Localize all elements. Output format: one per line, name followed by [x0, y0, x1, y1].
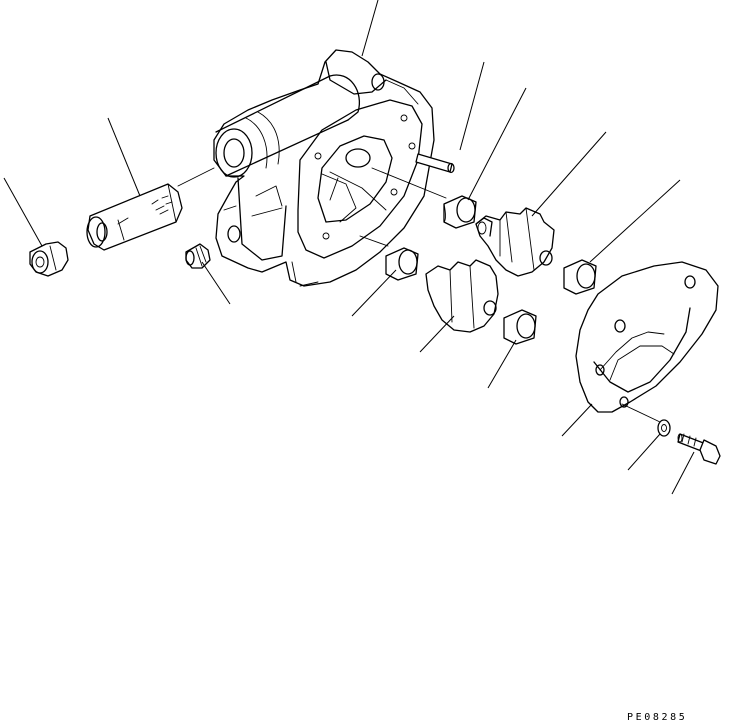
driven-gear — [425, 259, 499, 333]
leader-bushing-upper-rear — [589, 179, 681, 263]
leader-drive-gear — [531, 131, 607, 217]
axis-line-gears — [371, 167, 447, 199]
pump-body — [213, 49, 435, 287]
bushing-upper-rear — [563, 259, 597, 295]
axis-line-cover — [621, 403, 661, 423]
leader-driven-gear — [419, 315, 455, 353]
cover — [575, 261, 719, 413]
leader-bushing-upper-front — [467, 87, 527, 201]
strainer-tube — [86, 183, 183, 251]
leader-plug — [3, 177, 43, 247]
leader-washer — [627, 433, 661, 471]
drive-gear — [475, 207, 555, 277]
leader-strainer-tube — [107, 117, 141, 197]
bushing-upper-front — [443, 195, 477, 229]
leader-bushing-lower-front — [351, 269, 397, 317]
bolt — [677, 433, 721, 465]
axis-line-lower — [359, 235, 389, 247]
small-plug — [185, 243, 211, 269]
leader-pump-body — [361, 0, 379, 57]
plug — [29, 241, 69, 277]
drawing-code: PE08285 — [627, 712, 688, 723]
leader-small-plug — [201, 261, 231, 305]
leader-cover — [561, 403, 593, 437]
leader-lines — [3, 0, 695, 495]
leader-dowel-pin — [459, 61, 485, 151]
axis-line-upper — [177, 167, 215, 187]
washer — [657, 419, 671, 437]
leader-bushing-lower-rear — [487, 339, 517, 389]
dowel-pin — [408, 142, 455, 174]
bushing-lower-rear — [503, 309, 537, 345]
leader-bolt — [671, 451, 695, 495]
